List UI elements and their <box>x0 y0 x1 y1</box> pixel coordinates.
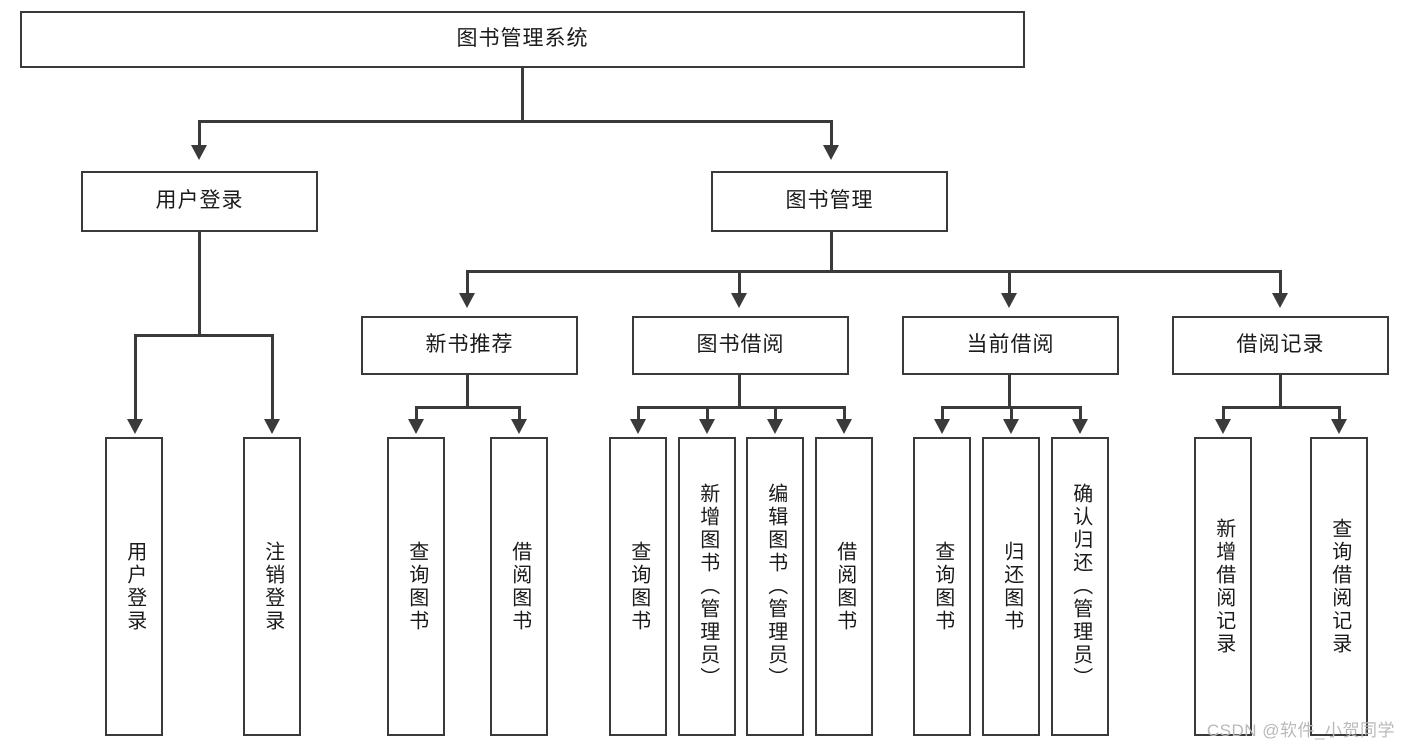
node-label: 归还图书 <box>1000 540 1023 633</box>
node-book-borrow[interactable]: 图书借阅 <box>632 316 849 375</box>
node-label: 借阅记录 <box>1236 333 1325 357</box>
leaf-borrow-book-borrow[interactable]: 借阅图书 <box>815 437 873 736</box>
node-new-book-recommend[interactable]: 新书推荐 <box>361 316 578 375</box>
arrowhead-user-login-to-leaf-2 <box>264 419 280 434</box>
connector-book-borrow-bus <box>637 406 845 409</box>
connector-root-bus <box>198 120 832 123</box>
node-label: 查询图书 <box>627 540 650 633</box>
leaf-add-borrow-record[interactable]: 新增借阅记录 <box>1194 437 1252 736</box>
node-label: 查询借阅记录 <box>1328 517 1351 656</box>
node-label: 借阅图书 <box>833 540 856 633</box>
connector-root-to-user-login <box>198 120 201 148</box>
arrowhead-current-borrow-to-leaf-2 <box>1003 419 1019 434</box>
node-root-book-management-system[interactable]: 图书管理系统 <box>20 11 1025 68</box>
leaf-query-book-new-recommend[interactable]: 查询图书 <box>387 437 445 736</box>
leaf-confirm-return-admin[interactable]: 确认归还（管理员） <box>1051 437 1109 736</box>
node-label: 编辑图书（管理员） <box>764 483 787 690</box>
node-label: 借阅图书 <box>508 540 531 633</box>
connector-bm-to-borrow-record <box>1279 270 1282 295</box>
node-label: 新增图书（管理员） <box>696 483 719 690</box>
node-label: 注销登录 <box>261 540 284 633</box>
connector-borrow-record-stem <box>1279 375 1282 408</box>
connector-book-borrow-stem <box>738 375 741 408</box>
arrowhead-current-borrow-to-leaf-1 <box>934 419 950 434</box>
connector-new-book-bus <box>415 406 520 409</box>
connector-user-login-bus <box>134 334 273 337</box>
connector-bm-to-current-borrow <box>1008 270 1011 295</box>
leaf-return-book[interactable]: 归还图书 <box>982 437 1040 736</box>
leaf-edit-book-admin[interactable]: 编辑图书（管理员） <box>746 437 804 736</box>
node-borrow-record[interactable]: 借阅记录 <box>1172 316 1389 375</box>
leaf-query-book-current[interactable]: 查询图书 <box>913 437 971 736</box>
connector-borrow-record-to-leaf-2 <box>1338 406 1341 422</box>
connector-book-management-stem <box>830 232 833 271</box>
arrowhead-root-to-book-management <box>823 145 839 160</box>
node-label: 新书推荐 <box>425 333 514 357</box>
node-label: 查询图书 <box>931 540 954 633</box>
connector-new-book-to-leaf-2 <box>518 406 521 422</box>
arrowhead-bm-to-book-borrow <box>731 293 747 308</box>
connector-new-book-to-leaf-1 <box>415 406 418 422</box>
connector-user-login-stem <box>198 232 201 335</box>
connector-bm-to-new-book <box>466 270 469 295</box>
connector-book-management-bus <box>466 270 1281 273</box>
node-label: 图书管理系统 <box>456 27 589 51</box>
connector-root-stem <box>521 68 524 120</box>
arrowhead-bm-to-new-book <box>459 293 475 308</box>
connector-book-borrow-to-leaf-4 <box>843 406 846 422</box>
arrowhead-book-borrow-to-leaf-2 <box>699 419 715 434</box>
connector-current-borrow-to-leaf-2 <box>1010 406 1013 422</box>
node-current-borrow[interactable]: 当前借阅 <box>902 316 1119 375</box>
connector-root-to-book-management <box>830 120 833 148</box>
arrowhead-new-book-to-leaf-2 <box>511 419 527 434</box>
node-user-login[interactable]: 用户登录 <box>81 171 318 232</box>
node-label: 新增借阅记录 <box>1212 517 1235 656</box>
connector-current-borrow-stem <box>1008 375 1011 408</box>
arrowhead-book-borrow-to-leaf-1 <box>630 419 646 434</box>
connector-book-borrow-to-leaf-1 <box>637 406 640 422</box>
connector-book-borrow-to-leaf-2 <box>706 406 709 422</box>
arrowhead-user-login-to-leaf-1 <box>127 419 143 434</box>
arrowhead-bm-to-borrow-record <box>1272 293 1288 308</box>
arrowhead-bm-to-current-borrow <box>1001 293 1017 308</box>
arrowhead-book-borrow-to-leaf-4 <box>836 419 852 434</box>
leaf-user-login[interactable]: 用户登录 <box>105 437 163 736</box>
arrowhead-borrow-record-to-leaf-1 <box>1215 419 1231 434</box>
connector-current-borrow-to-leaf-1 <box>941 406 944 422</box>
connector-bm-to-book-borrow <box>738 270 741 295</box>
arrowhead-borrow-record-to-leaf-2 <box>1331 419 1347 434</box>
leaf-logout-login[interactable]: 注销登录 <box>243 437 301 736</box>
node-label: 确认归还（管理员） <box>1069 483 1092 690</box>
node-book-management[interactable]: 图书管理 <box>711 171 948 232</box>
leaf-query-borrow-record[interactable]: 查询借阅记录 <box>1310 437 1368 736</box>
connector-user-login-to-leaf-2 <box>271 334 274 422</box>
connector-current-borrow-to-leaf-3 <box>1079 406 1082 422</box>
leaf-add-book-admin[interactable]: 新增图书（管理员） <box>678 437 736 736</box>
node-label: 当前借阅 <box>966 333 1055 357</box>
leaf-borrow-book-new-recommend[interactable]: 借阅图书 <box>490 437 548 736</box>
connector-borrow-record-to-leaf-1 <box>1222 406 1225 422</box>
leaf-query-book-borrow[interactable]: 查询图书 <box>609 437 667 736</box>
node-label: 查询图书 <box>405 540 428 633</box>
arrowhead-book-borrow-to-leaf-3 <box>767 419 783 434</box>
connector-user-login-to-leaf-1 <box>134 334 137 422</box>
node-label: 图书管理 <box>785 189 874 213</box>
node-label: 图书借阅 <box>696 333 785 357</box>
arrowhead-new-book-to-leaf-1 <box>408 419 424 434</box>
node-label: 用户登录 <box>123 540 146 633</box>
connector-borrow-record-bus <box>1222 406 1340 409</box>
connector-new-book-stem <box>466 375 469 408</box>
connector-book-borrow-to-leaf-3 <box>774 406 777 422</box>
arrowhead-current-borrow-to-leaf-3 <box>1072 419 1088 434</box>
node-label: 用户登录 <box>155 189 244 213</box>
arrowhead-root-to-user-login <box>191 145 207 160</box>
